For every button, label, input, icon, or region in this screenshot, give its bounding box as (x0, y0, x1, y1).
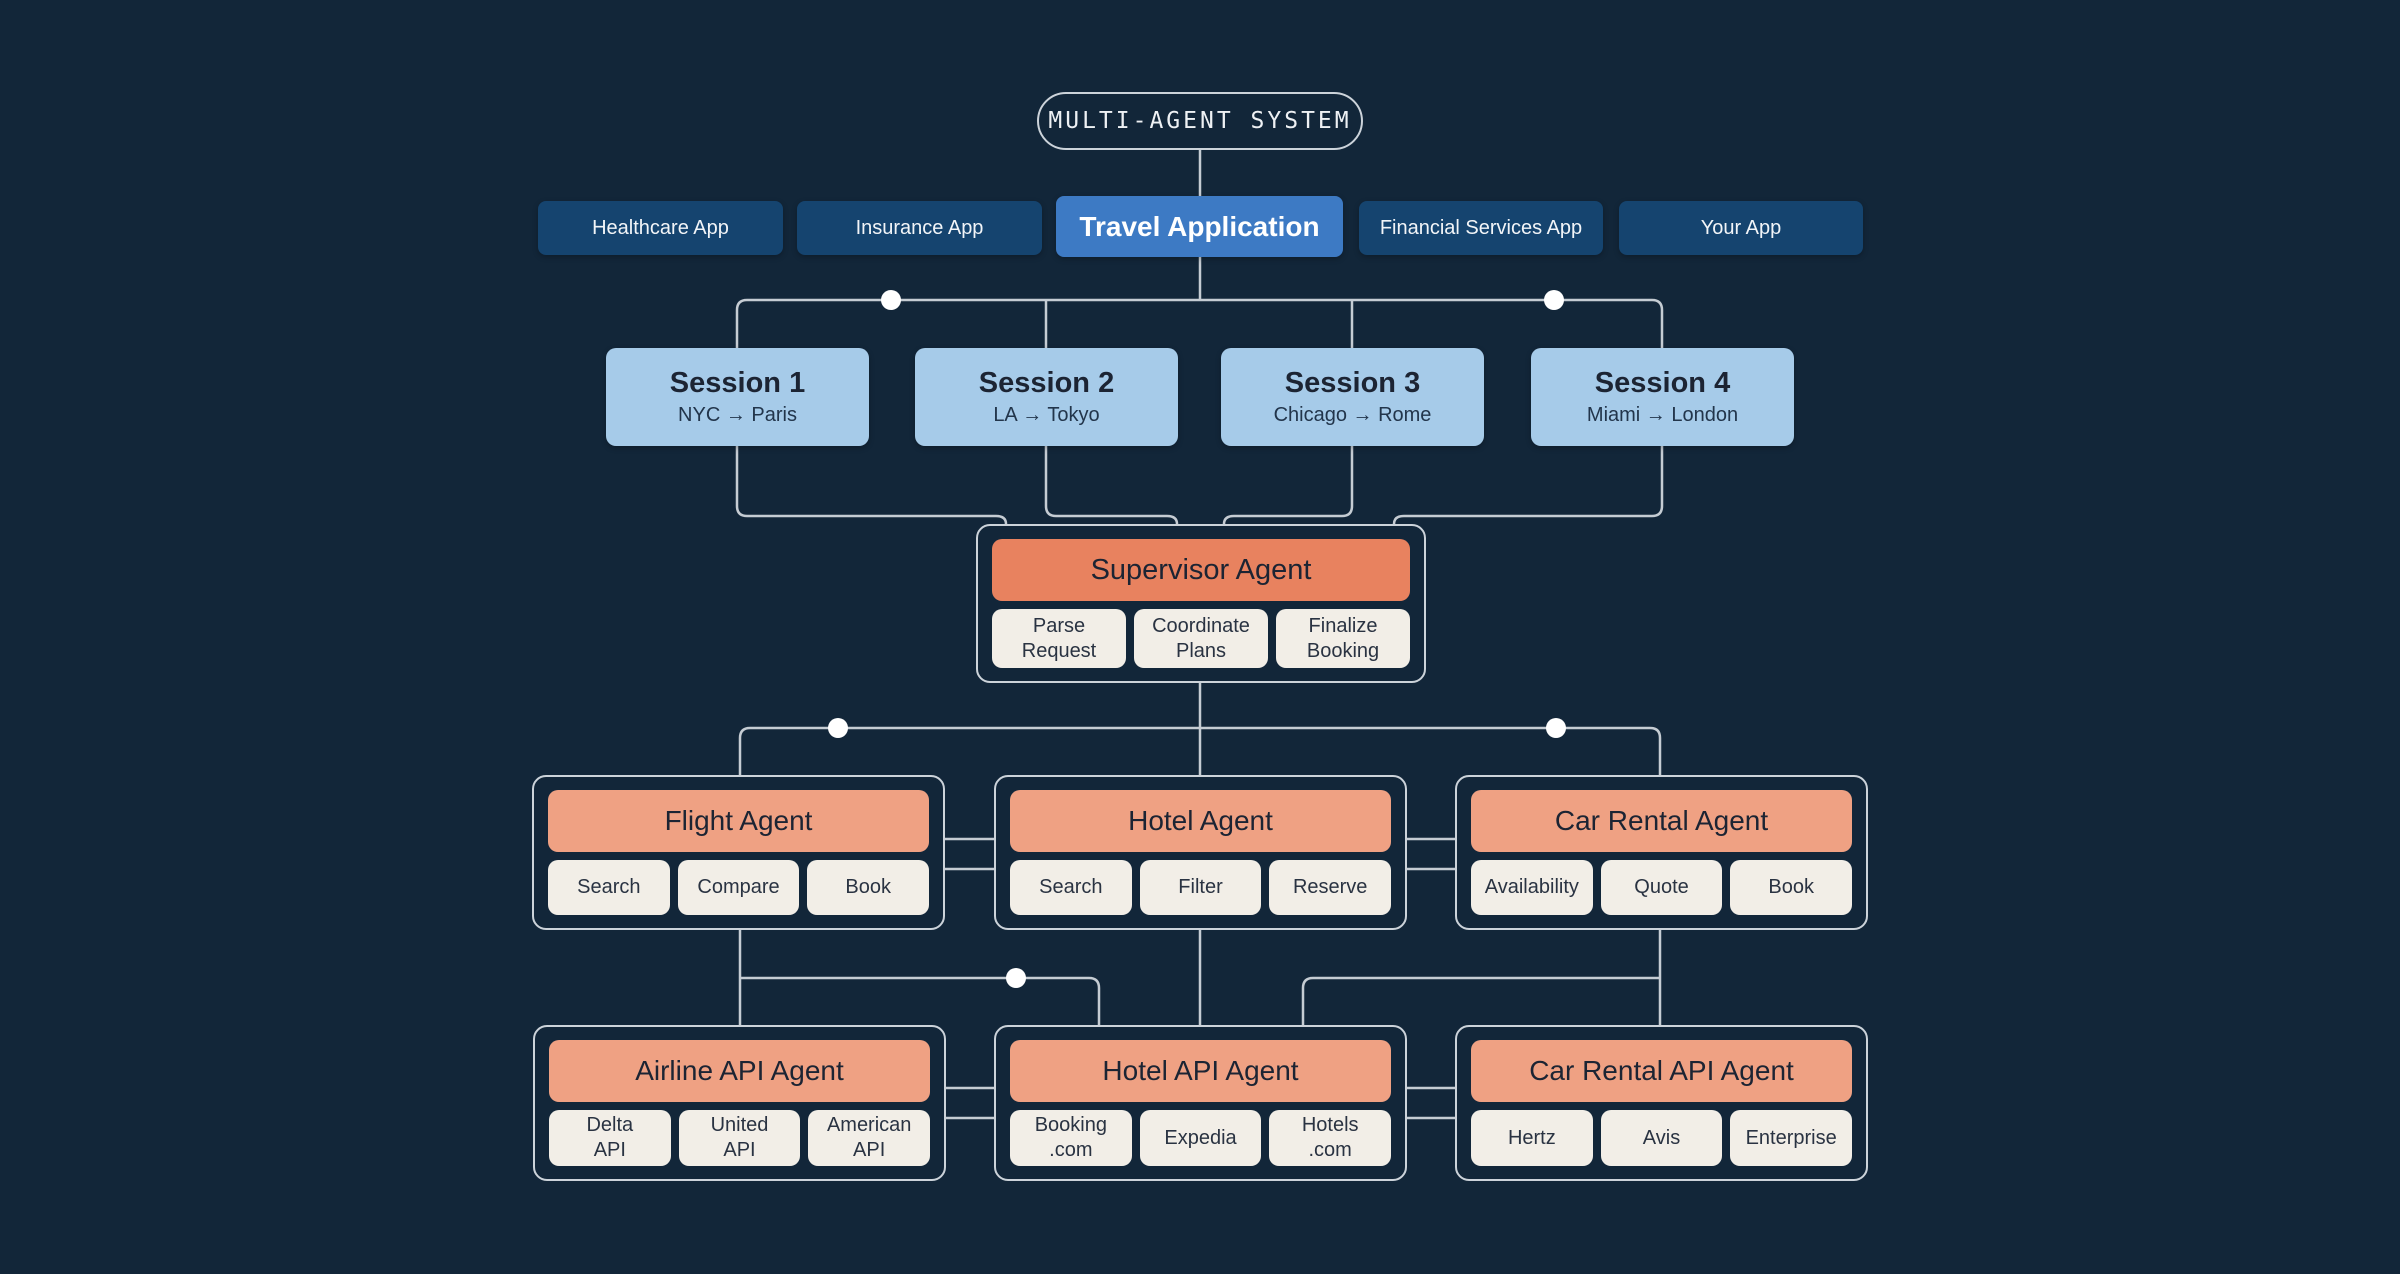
task-chip-search: Search (1010, 860, 1132, 915)
task-chip-availability: Availability (1471, 860, 1593, 915)
hotel-api-agent-container: Hotel API Agent Booking .com Expedia Hot… (994, 1025, 1407, 1181)
airline-api-agent-header: Airline API Agent (549, 1040, 930, 1102)
app-button-your-app[interactable]: Your App (1619, 201, 1863, 255)
session-route: NYC → Paris (678, 404, 797, 427)
session-node-3: Session 3 Chicago → Rome (1221, 348, 1484, 446)
flight-agent-title: Flight Agent (664, 805, 813, 836)
api-chip-hertz: Hertz (1471, 1110, 1593, 1166)
session-title: Session 3 (1284, 366, 1421, 399)
connector-flight-branch-to-hotel-api (740, 976, 1101, 1025)
connector-session-bus (735, 298, 1664, 348)
session-route: Miami → London (1586, 404, 1739, 427)
api-chip-american: American API (808, 1110, 931, 1166)
app-button-label: Your App (1700, 216, 1782, 239)
supervisor-task-row: Parse Request Coordinate Plans Finalize … (992, 609, 1410, 668)
hotel-agent-header: Hotel Agent (1010, 790, 1391, 852)
flight-agent-header: Flight Agent (548, 790, 929, 852)
api-chip-hotels-com: Hotels .com (1269, 1110, 1392, 1166)
session-node-2: Session 2 LA → Tokyo (915, 348, 1178, 446)
api-chip-expedia: Expedia (1139, 1110, 1262, 1166)
car-rental-agent-title: Car Rental Agent (1554, 805, 1769, 836)
activity-dot (828, 718, 848, 738)
session-route: LA → Tokyo (993, 404, 1100, 427)
task-chip-book: Book (807, 860, 930, 915)
car-rental-api-agent-header: Car Rental API Agent (1471, 1040, 1852, 1102)
task-chip-coordinate-plans: Coordinate Plans (1134, 609, 1268, 668)
airline-api-agent-container: Airline API Agent Delta API United API A… (533, 1025, 946, 1181)
hotel-api-row: Booking .com Expedia Hotels .com (1010, 1110, 1392, 1166)
task-chip-quote: Quote (1600, 860, 1723, 915)
api-chip-united: United API (678, 1110, 801, 1166)
app-button-financial-services[interactable]: Financial Services App (1359, 201, 1603, 255)
task-chip-parse-request: Parse Request (992, 609, 1126, 668)
hotel-api-agent-header: Hotel API Agent (1010, 1040, 1391, 1102)
task-chip-book: Book (1730, 860, 1853, 915)
api-chip-delta: Delta API (549, 1110, 671, 1166)
car-rental-api-agent-container: Car Rental API Agent Hertz Avis Enterpri… (1455, 1025, 1868, 1181)
session-title: Session 4 (1594, 366, 1731, 399)
app-button-label: Financial Services App (1379, 216, 1583, 239)
app-button-label: Insurance App (855, 216, 984, 239)
system-title: MULTI-AGENT SYSTEM (1037, 92, 1363, 150)
connector-session-3-to-supervisor (1222, 446, 1354, 525)
connector-session-1-to-supervisor (735, 446, 1008, 525)
airline-api-agent-title: Airline API Agent (635, 1055, 844, 1086)
car-rental-api-row: Hertz Avis Enterprise (1471, 1110, 1853, 1166)
car-rental-task-row: Availability Quote Book (1471, 860, 1853, 915)
activity-dot (1006, 968, 1026, 988)
session-node-1: Session 1 NYC → Paris (606, 348, 869, 446)
session-title: Session 2 (978, 366, 1115, 399)
car-rental-api-agent-title: Car Rental API Agent (1529, 1055, 1794, 1086)
activity-dot (1546, 718, 1566, 738)
activity-dot (1544, 290, 1564, 310)
session-route: Chicago → Rome (1273, 404, 1432, 427)
app-button-label: Healthcare App (592, 216, 729, 239)
supervisor-agent-title: Supervisor Agent (1090, 553, 1312, 586)
system-title-label: MULTI-AGENT SYSTEM (1048, 108, 1352, 134)
task-chip-finalize-booking: Finalize Booking (1276, 609, 1410, 668)
flight-task-row: Search Compare Book (548, 860, 930, 915)
supervisor-agent-header: Supervisor Agent (992, 539, 1410, 601)
connector-session-4-to-supervisor (1392, 446, 1664, 525)
api-chip-enterprise: Enterprise (1730, 1110, 1853, 1166)
app-button-healthcare[interactable]: Healthcare App (538, 201, 783, 255)
task-chip-reserve: Reserve (1269, 860, 1392, 915)
hotel-task-row: Search Filter Reserve (1010, 860, 1392, 915)
car-rental-agent-header: Car Rental Agent (1471, 790, 1852, 852)
airline-api-row: Delta API United API American API (549, 1110, 931, 1166)
api-chip-booking-com: Booking .com (1010, 1110, 1132, 1166)
session-node-4: Session 4 Miami → London (1531, 348, 1794, 446)
connector-session-2-to-supervisor (1044, 446, 1179, 525)
task-chip-search: Search (548, 860, 670, 915)
car-rental-agent-container: Car Rental Agent Availability Quote Book (1455, 775, 1868, 930)
hotel-agent-container: Hotel Agent Search Filter Reserve (994, 775, 1407, 930)
app-button-insurance[interactable]: Insurance App (797, 201, 1042, 255)
task-chip-compare: Compare (677, 860, 800, 915)
api-chip-avis: Avis (1600, 1110, 1723, 1166)
app-button-label: Travel Application (1079, 210, 1320, 242)
session-title: Session 1 (669, 366, 806, 399)
task-chip-filter: Filter (1139, 860, 1262, 915)
supervisor-agent-container: Supervisor Agent Parse Request Coordinat… (976, 524, 1426, 683)
flight-agent-container: Flight Agent Search Compare Book (532, 775, 945, 930)
activity-dot (881, 290, 901, 310)
connector-car-branch-to-hotel-api (1301, 976, 1660, 1025)
hotel-agent-title: Hotel Agent (1128, 805, 1273, 836)
hotel-api-agent-title: Hotel API Agent (1102, 1055, 1299, 1086)
app-button-travel-selected[interactable]: Travel Application (1056, 196, 1343, 257)
